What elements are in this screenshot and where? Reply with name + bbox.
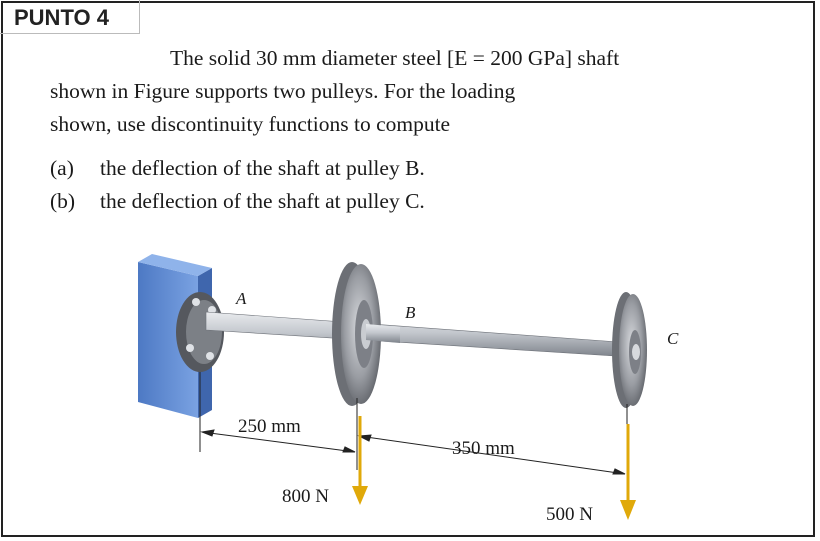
dim-ab-arrow-left: [200, 429, 215, 437]
problem-line-1: The solid 30 mm diameter steel [E = 200 …: [170, 46, 620, 70]
pulley-b: [332, 262, 381, 406]
question-b-text: the deflection of the shaft at pulley C.: [100, 189, 425, 213]
question-a: (a) the deflection of the shaft at pulle…: [50, 152, 425, 185]
problem-line-3: shown, use discontinuity functions to co…: [50, 112, 451, 136]
load-arrow-c: [620, 424, 636, 520]
dim-bc-arrow-right: [612, 468, 626, 475]
question-a-mark: (a): [50, 156, 74, 180]
label-point-c: C: [667, 329, 679, 348]
label-point-a: A: [235, 289, 247, 308]
problem-statement: The solid 30 mm diameter steel [E = 200 …: [50, 42, 770, 141]
dim-ab-arrow-right: [342, 446, 356, 453]
question-a-text: the deflection of the shaft at pulley B.: [100, 156, 425, 180]
question-b: (b) the deflection of the shaft at pulle…: [50, 185, 425, 218]
shaft: [205, 311, 633, 358]
label-dim-ab: 250 mm: [238, 416, 301, 437]
pulley-c: [612, 292, 647, 408]
flange: [176, 292, 224, 372]
heading-label: PUNTO 4: [14, 5, 109, 30]
label-load-c: 500 N: [546, 504, 593, 525]
problem-line-2: shown in Figure supports two pulleys. Fo…: [50, 79, 516, 103]
dim-bc-arrow-left: [357, 434, 372, 442]
shaft-front-b: [366, 324, 400, 343]
label-point-b: B: [405, 303, 416, 322]
label-dim-bc: 350 mm: [452, 438, 515, 459]
heading-box: PUNTO 4: [0, 0, 140, 34]
question-b-mark: (b): [50, 189, 76, 213]
load-arrow-b: [352, 416, 368, 505]
question-list: (a) the deflection of the shaft at pulle…: [50, 152, 425, 218]
label-load-b: 800 N: [282, 486, 329, 507]
